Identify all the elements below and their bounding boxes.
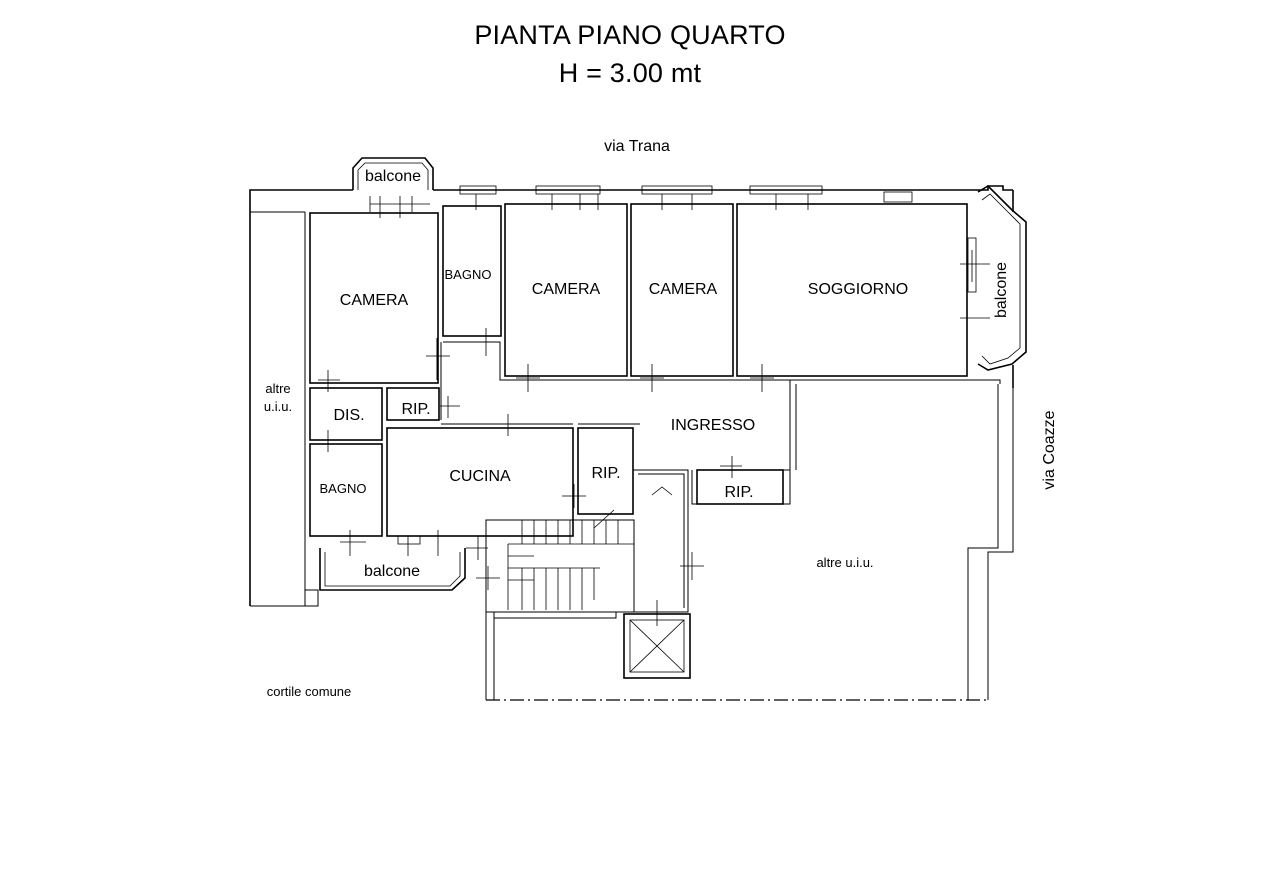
balcone-north	[352, 157, 434, 218]
room-camera-center1: CAMERA	[532, 281, 601, 298]
room-dis: DIS.	[333, 407, 364, 424]
room-rip-1: RIP.	[401, 401, 430, 418]
room-soggiorno: SOGGIORNO	[808, 281, 908, 298]
ceiling-height: H = 3.00 mt	[558, 58, 702, 88]
courtyard-label: cortile comune	[267, 684, 352, 699]
balcone-east	[960, 184, 1027, 371]
balcone-east-label: balcone	[993, 262, 1010, 318]
room-bagno-north: BAGNO	[445, 267, 492, 282]
room-cucina: CUCINA	[449, 468, 511, 485]
left-units-line2: u.i.u.	[264, 399, 292, 414]
plan-title: PIANTA PIANO QUARTO	[474, 20, 786, 50]
street-north: via Trana	[604, 138, 670, 155]
door-marks	[318, 328, 774, 590]
room-camera-west: CAMERA	[340, 292, 409, 309]
staircase	[485, 486, 673, 613]
balcone-south-label: balcone	[364, 563, 420, 580]
outer-walls	[249, 185, 1014, 701]
balcone-south	[319, 530, 466, 591]
balcone-north-label: balcone	[365, 168, 421, 185]
interior-walls	[309, 203, 1001, 619]
street-east: via Coazze	[1041, 410, 1058, 489]
right-units: altre u.i.u.	[816, 555, 873, 570]
room-rip-3: RIP.	[724, 484, 753, 501]
room-bagno-south: BAGNO	[320, 481, 367, 496]
room-ingresso: INGRESSO	[671, 417, 755, 434]
room-rip-2: RIP.	[591, 465, 620, 482]
north-windows	[459, 185, 913, 210]
room-camera-center2: CAMERA	[649, 281, 718, 298]
left-units-line1: altre	[265, 381, 290, 396]
elevator-shaft	[623, 600, 691, 679]
